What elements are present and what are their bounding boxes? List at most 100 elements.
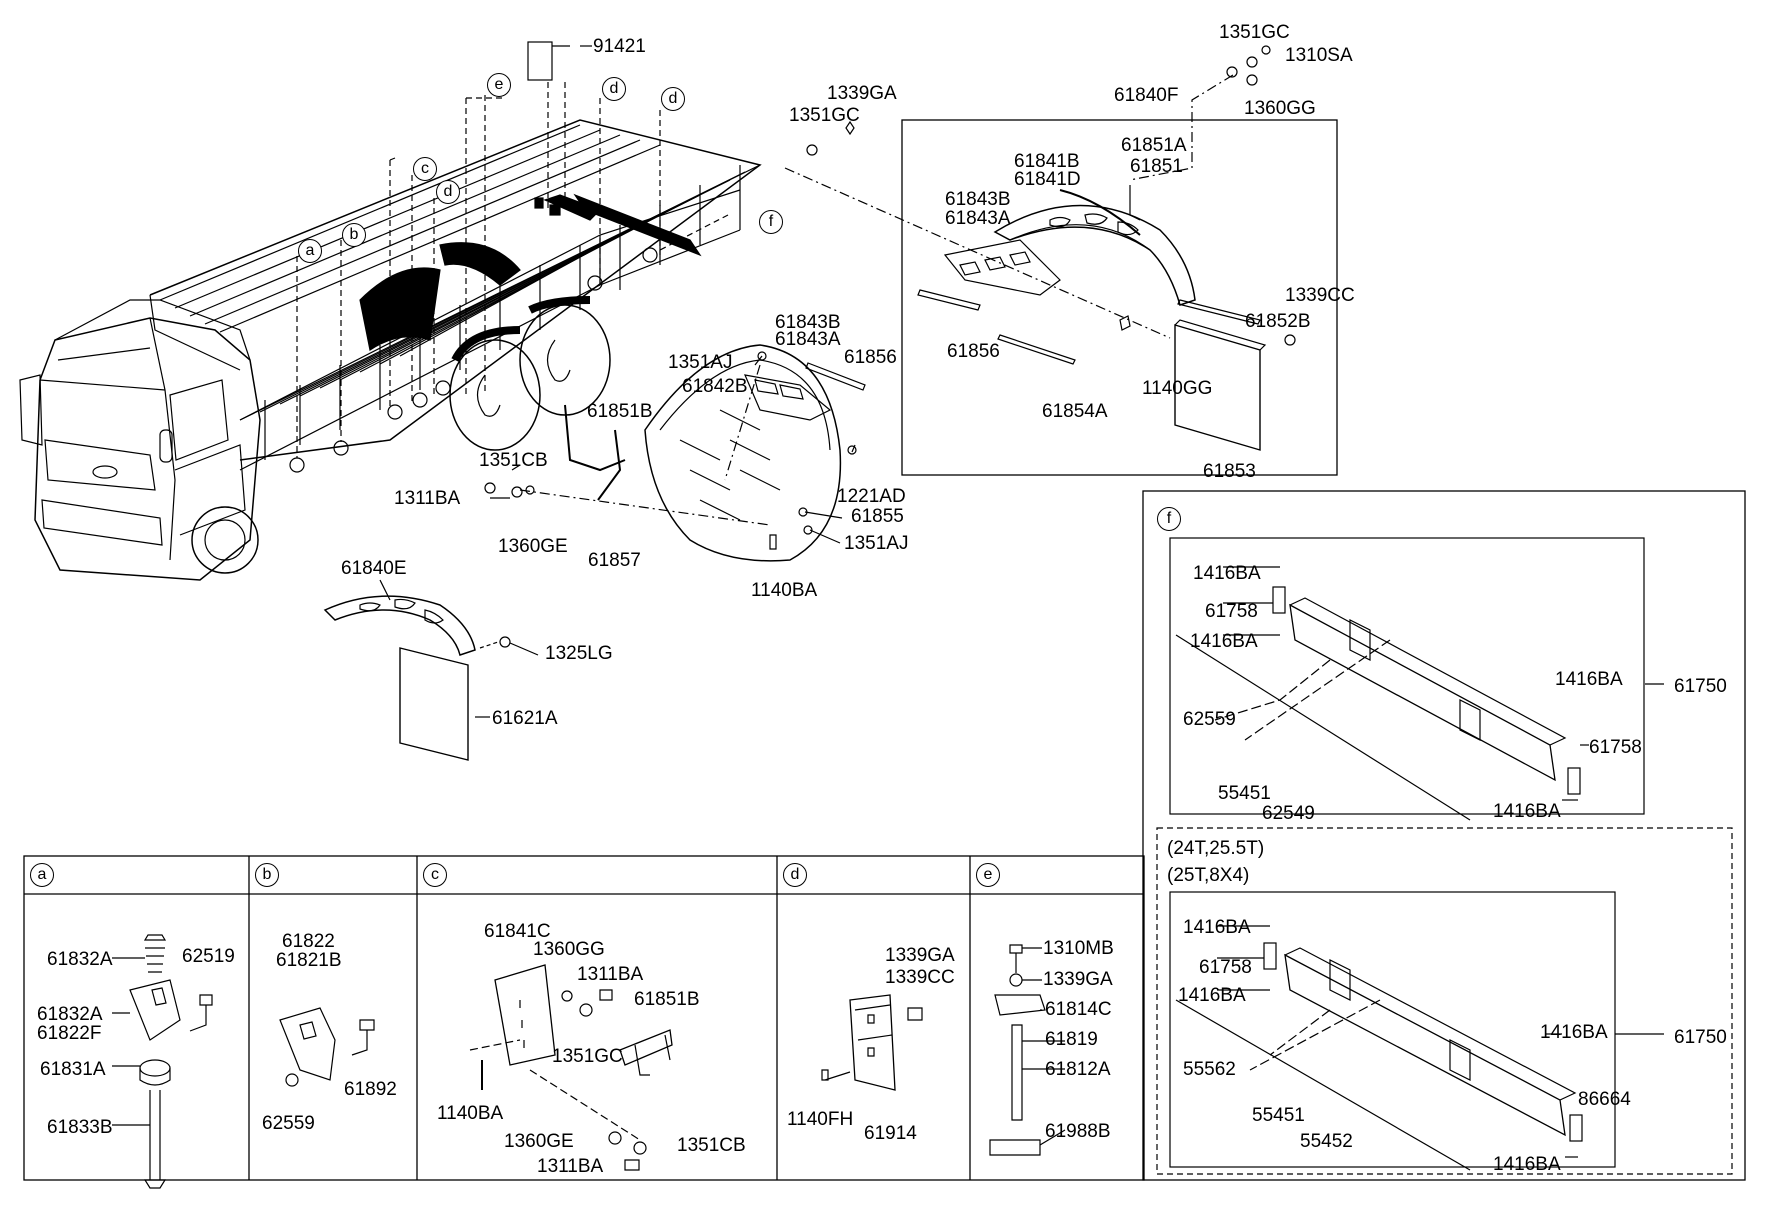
part-1310MB: 1310MB — [1043, 938, 1114, 959]
panel-c-tag: c — [423, 863, 447, 887]
part-1351GC: 1351GC — [1219, 22, 1290, 43]
part-1351CB: 1351CB — [479, 450, 548, 471]
callout-e: e — [487, 73, 511, 97]
part-1311BA: 1311BA — [577, 964, 644, 985]
part-61832A: 61832A — [37, 1004, 103, 1025]
part-1339GA: 1339GA — [885, 945, 955, 966]
part-61841B: 61841B — [1014, 151, 1080, 172]
part-61758: 61758 — [1199, 957, 1252, 978]
part-1339CC: 1339CC — [885, 967, 955, 988]
panel-e-tag: e — [976, 863, 1000, 887]
part-1360GE: 1360GE — [498, 536, 568, 557]
part-62549: 62549 — [1262, 803, 1315, 824]
part-1140GG: 1140GG — [1142, 378, 1213, 399]
part-62559: 62559 — [1183, 709, 1236, 730]
panel-f-tag: f — [1157, 507, 1181, 531]
part-61840F: 61840F — [1114, 85, 1179, 106]
part-61892: 61892 — [344, 1079, 397, 1100]
part-61914: 61914 — [864, 1123, 917, 1144]
part-61841D: 61841D — [1014, 169, 1081, 190]
part-61843B: 61843B — [775, 312, 841, 333]
rear-fender-group — [784, 45, 1338, 476]
part-1221AD: 1221AD — [837, 486, 906, 507]
part-61851: 61851 — [1130, 156, 1183, 177]
part-61831A: 61831A — [40, 1059, 106, 1080]
part-61857: 61857 — [588, 550, 641, 571]
part-1311BA: 1311BA — [394, 488, 461, 509]
part-1416BA: 1416BA — [1555, 669, 1623, 690]
bottom-panels-frame — [23, 855, 1145, 1181]
part-1416BA: 1416BA — [1493, 801, 1561, 822]
part-61822F: 61822F — [37, 1023, 102, 1044]
part-61852B: 61852B — [1245, 311, 1311, 332]
part-1325LG: 1325LG — [545, 643, 613, 664]
part-1140FH: 1140FH — [787, 1109, 854, 1130]
part-1416BA: 1416BA — [1183, 917, 1251, 938]
part-1416BA: 1416BA — [1193, 563, 1261, 584]
part-61856: 61856 — [947, 341, 1000, 362]
part-86664: 86664 — [1578, 1089, 1631, 1110]
part-1311BA: 1311BA — [537, 1156, 604, 1177]
part-61750: 61750 — [1674, 1027, 1727, 1048]
part-61832A: 61832A — [47, 949, 113, 970]
part-1351CB: 1351CB — [677, 1135, 746, 1156]
part-1416BA: 1416BA — [1178, 985, 1246, 1006]
part-61819: 61819 — [1045, 1029, 1098, 1050]
callout-a: a — [298, 239, 322, 263]
front-fender-group — [323, 595, 511, 761]
part-61853: 61853 — [1203, 461, 1256, 482]
part-61851B: 61851B — [587, 401, 653, 422]
part-1310SA: 1310SA — [1285, 45, 1353, 66]
part-61833B: 61833B — [47, 1117, 113, 1138]
panel-f-frame — [1142, 490, 1746, 1181]
part-61854A: 61854A — [1042, 401, 1108, 422]
part-1351AJ: 1351AJ — [668, 352, 733, 373]
part-61988B: 61988B — [1045, 1121, 1111, 1142]
part-91421: 91421 — [593, 36, 646, 57]
part-1339GA: 1339GA — [827, 83, 897, 104]
callout-d: d — [436, 180, 460, 204]
part-62559: 62559 — [262, 1113, 315, 1134]
part-61842B: 61842B — [682, 376, 748, 397]
part-1351AJ: 1351AJ — [844, 533, 909, 554]
part-61840E: 61840E — [341, 558, 407, 579]
panel-e-parts — [989, 944, 1046, 1156]
part-1416BA: 1416BA — [1493, 1154, 1561, 1175]
part-61812A: 61812A — [1045, 1059, 1111, 1080]
panel-d-parts — [821, 994, 923, 1091]
part-1351GC: 1351GC — [552, 1046, 623, 1067]
truck-drawing — [19, 41, 762, 581]
part-55452: 55452 — [1300, 1131, 1353, 1152]
part-61822: 61822 — [282, 931, 335, 952]
part-61621A: 61621A — [492, 708, 558, 729]
callout-b: b — [342, 223, 366, 247]
panel-a-tag: a — [30, 863, 54, 887]
part-61843A: 61843A — [775, 329, 841, 350]
variant-label-2: (25T,8X4) — [1167, 865, 1250, 886]
variant-label-1: (24T,25.5T) — [1167, 838, 1265, 859]
part-61856: 61856 — [844, 347, 897, 368]
part-1140BA: 1140BA — [751, 580, 818, 601]
panel-c-parts — [469, 964, 673, 1171]
callout-d: d — [602, 77, 626, 101]
part-61851A: 61851A — [1121, 135, 1187, 156]
part-55451: 55451 — [1218, 783, 1271, 804]
part-1360GG: 1360GG — [1244, 98, 1316, 119]
part-61758: 61758 — [1205, 601, 1258, 622]
part-55451: 55451 — [1252, 1105, 1305, 1126]
panel-b-tag: b — [255, 863, 279, 887]
callout-leaders — [296, 82, 729, 458]
panel-a-parts — [129, 934, 213, 1189]
part-62519: 62519 — [182, 946, 235, 967]
part-1416BA: 1416BA — [1190, 631, 1258, 652]
part-61841C: 61841C — [484, 921, 551, 942]
part-61851B: 61851B — [634, 989, 700, 1010]
part-61843A: 61843A — [945, 208, 1011, 229]
part-61814C: 61814C — [1045, 999, 1112, 1020]
callout-d: d — [661, 87, 685, 111]
part-61843B: 61843B — [945, 189, 1011, 210]
part-61821B: 61821B — [276, 950, 342, 971]
part-55562: 55562 — [1183, 1059, 1236, 1080]
